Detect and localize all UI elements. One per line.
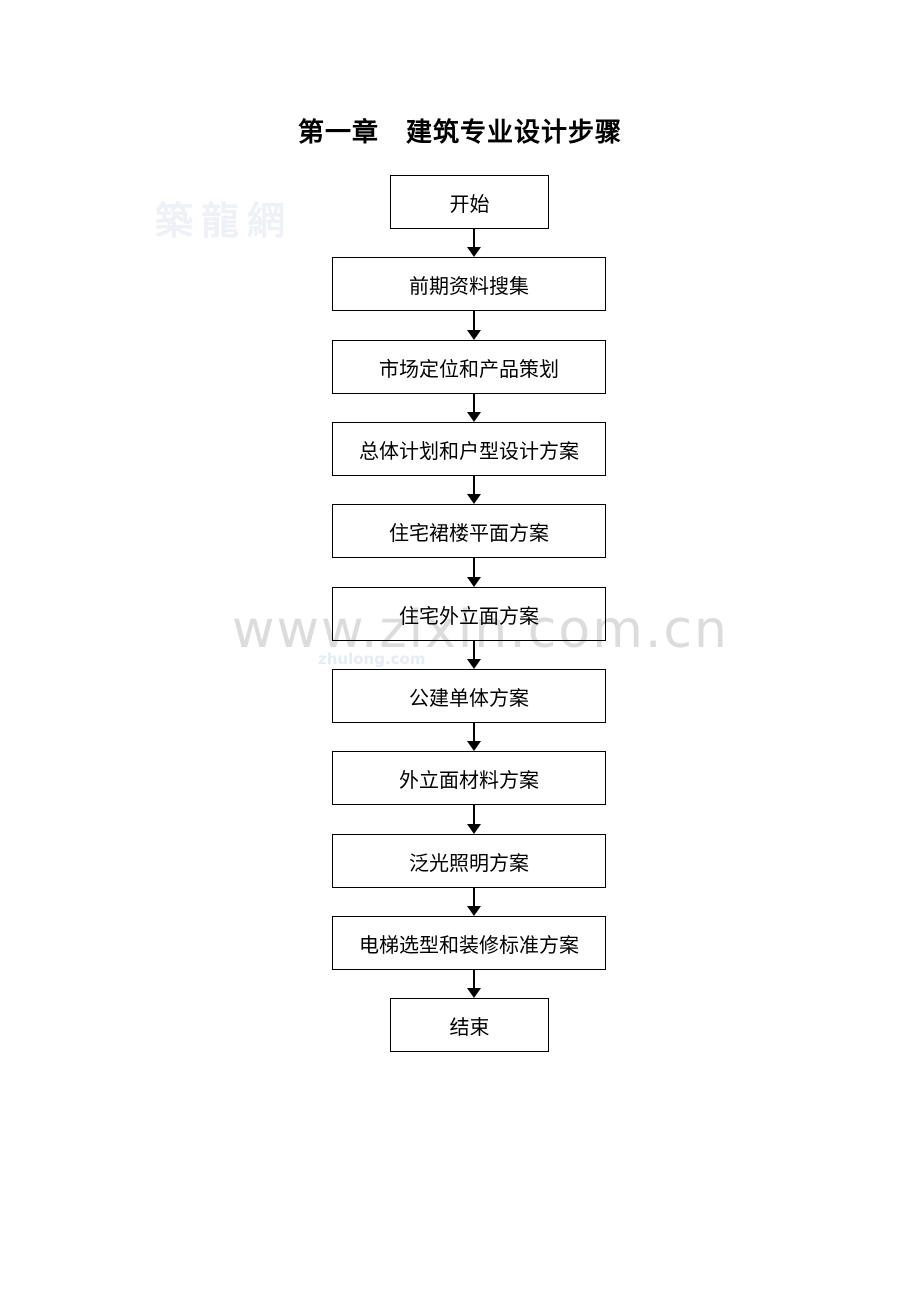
node-label: 前期资料搜集 [409, 273, 529, 298]
node-label: 住宅外立面方案 [399, 603, 539, 628]
node-label: 开始 [449, 191, 490, 216]
node-step-7: 外立面材料方案 [332, 751, 606, 805]
node-step-8: 泛光照明方案 [332, 834, 606, 888]
watermark-zhulong-url: zhulong.com [318, 650, 426, 668]
node-label: 公建单体方案 [409, 685, 529, 710]
node-label: 住宅裙楼平面方案 [389, 520, 549, 545]
watermark-zixin-url: www.zixin.com.cn [232, 600, 729, 660]
node-end: 结束 [390, 998, 549, 1052]
node-step-4: 住宅裙楼平面方案 [332, 504, 606, 558]
node-step-9: 电梯选型和装修标准方案 [332, 916, 606, 970]
node-label: 结束 [449, 1014, 490, 1039]
node-label: 外立面材料方案 [399, 767, 539, 792]
node-step-6: 公建单体方案 [332, 669, 606, 723]
node-label: 总体计划和户型设计方案 [359, 438, 579, 463]
node-label: 电梯选型和装修标准方案 [359, 932, 579, 957]
node-label: 泛光照明方案 [409, 850, 529, 875]
node-step-5: 住宅外立面方案 [332, 587, 606, 641]
node-step-2: 市场定位和产品策划 [332, 340, 606, 394]
node-step-3: 总体计划和户型设计方案 [332, 422, 606, 476]
node-step-1: 前期资料搜集 [332, 257, 606, 311]
page-title: 第一章 建筑专业设计步骤 [297, 118, 622, 148]
node-label: 市场定位和产品策划 [379, 356, 559, 381]
watermark-zhulong-chinese: 築龍網 [155, 198, 294, 243]
node-start: 开始 [390, 175, 549, 229]
